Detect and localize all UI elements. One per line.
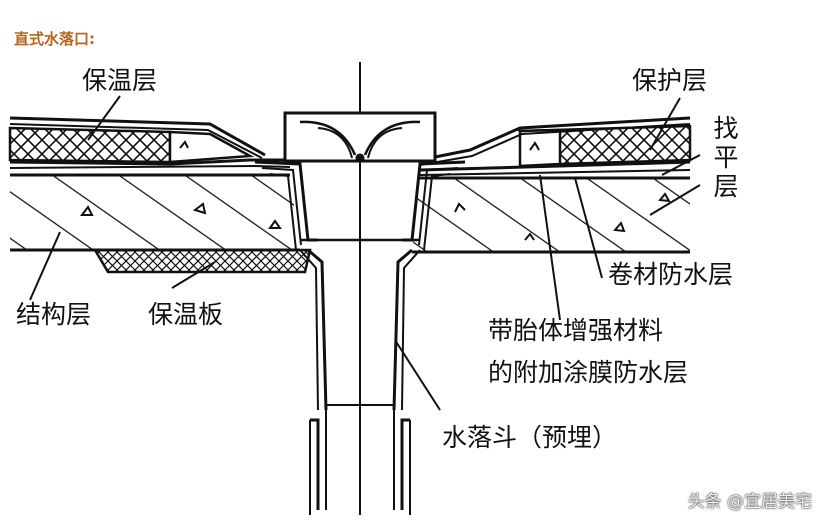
leader-lines	[29, 95, 701, 411]
concrete-aggregate-marks	[80, 192, 671, 241]
label-reinforced-coating-line1: 带胎体增强材料	[488, 316, 664, 345]
label-insulation-board: 保温板	[148, 300, 224, 329]
label-structural-layer: 结构层	[16, 300, 92, 329]
roof-layers-right	[419, 116, 692, 176]
diagram-heading: 直式水落口:	[14, 30, 95, 48]
insulation-layer-graphic	[8, 126, 255, 164]
insulation-board-graphic	[92, 248, 312, 274]
watermark: 头条 @宜居美宅	[687, 492, 812, 512]
label-insulation-layer: 保温层	[82, 66, 158, 95]
label-protective-layer: 保护层	[632, 66, 708, 95]
drain-hopper-graphic	[254, 111, 466, 515]
structural-slab-right	[412, 176, 690, 254]
label-drain-hopper: 水落斗（预埋）	[442, 423, 618, 452]
label-reinforced-coating-line2: 的附加涂膜防水层	[488, 358, 689, 387]
label-membrane-waterproof: 卷材防水层	[608, 260, 734, 289]
roof-layers-left	[9, 116, 291, 169]
label-leveling-layer: 找平层	[710, 115, 739, 202]
structural-slab-left	[10, 173, 300, 252]
